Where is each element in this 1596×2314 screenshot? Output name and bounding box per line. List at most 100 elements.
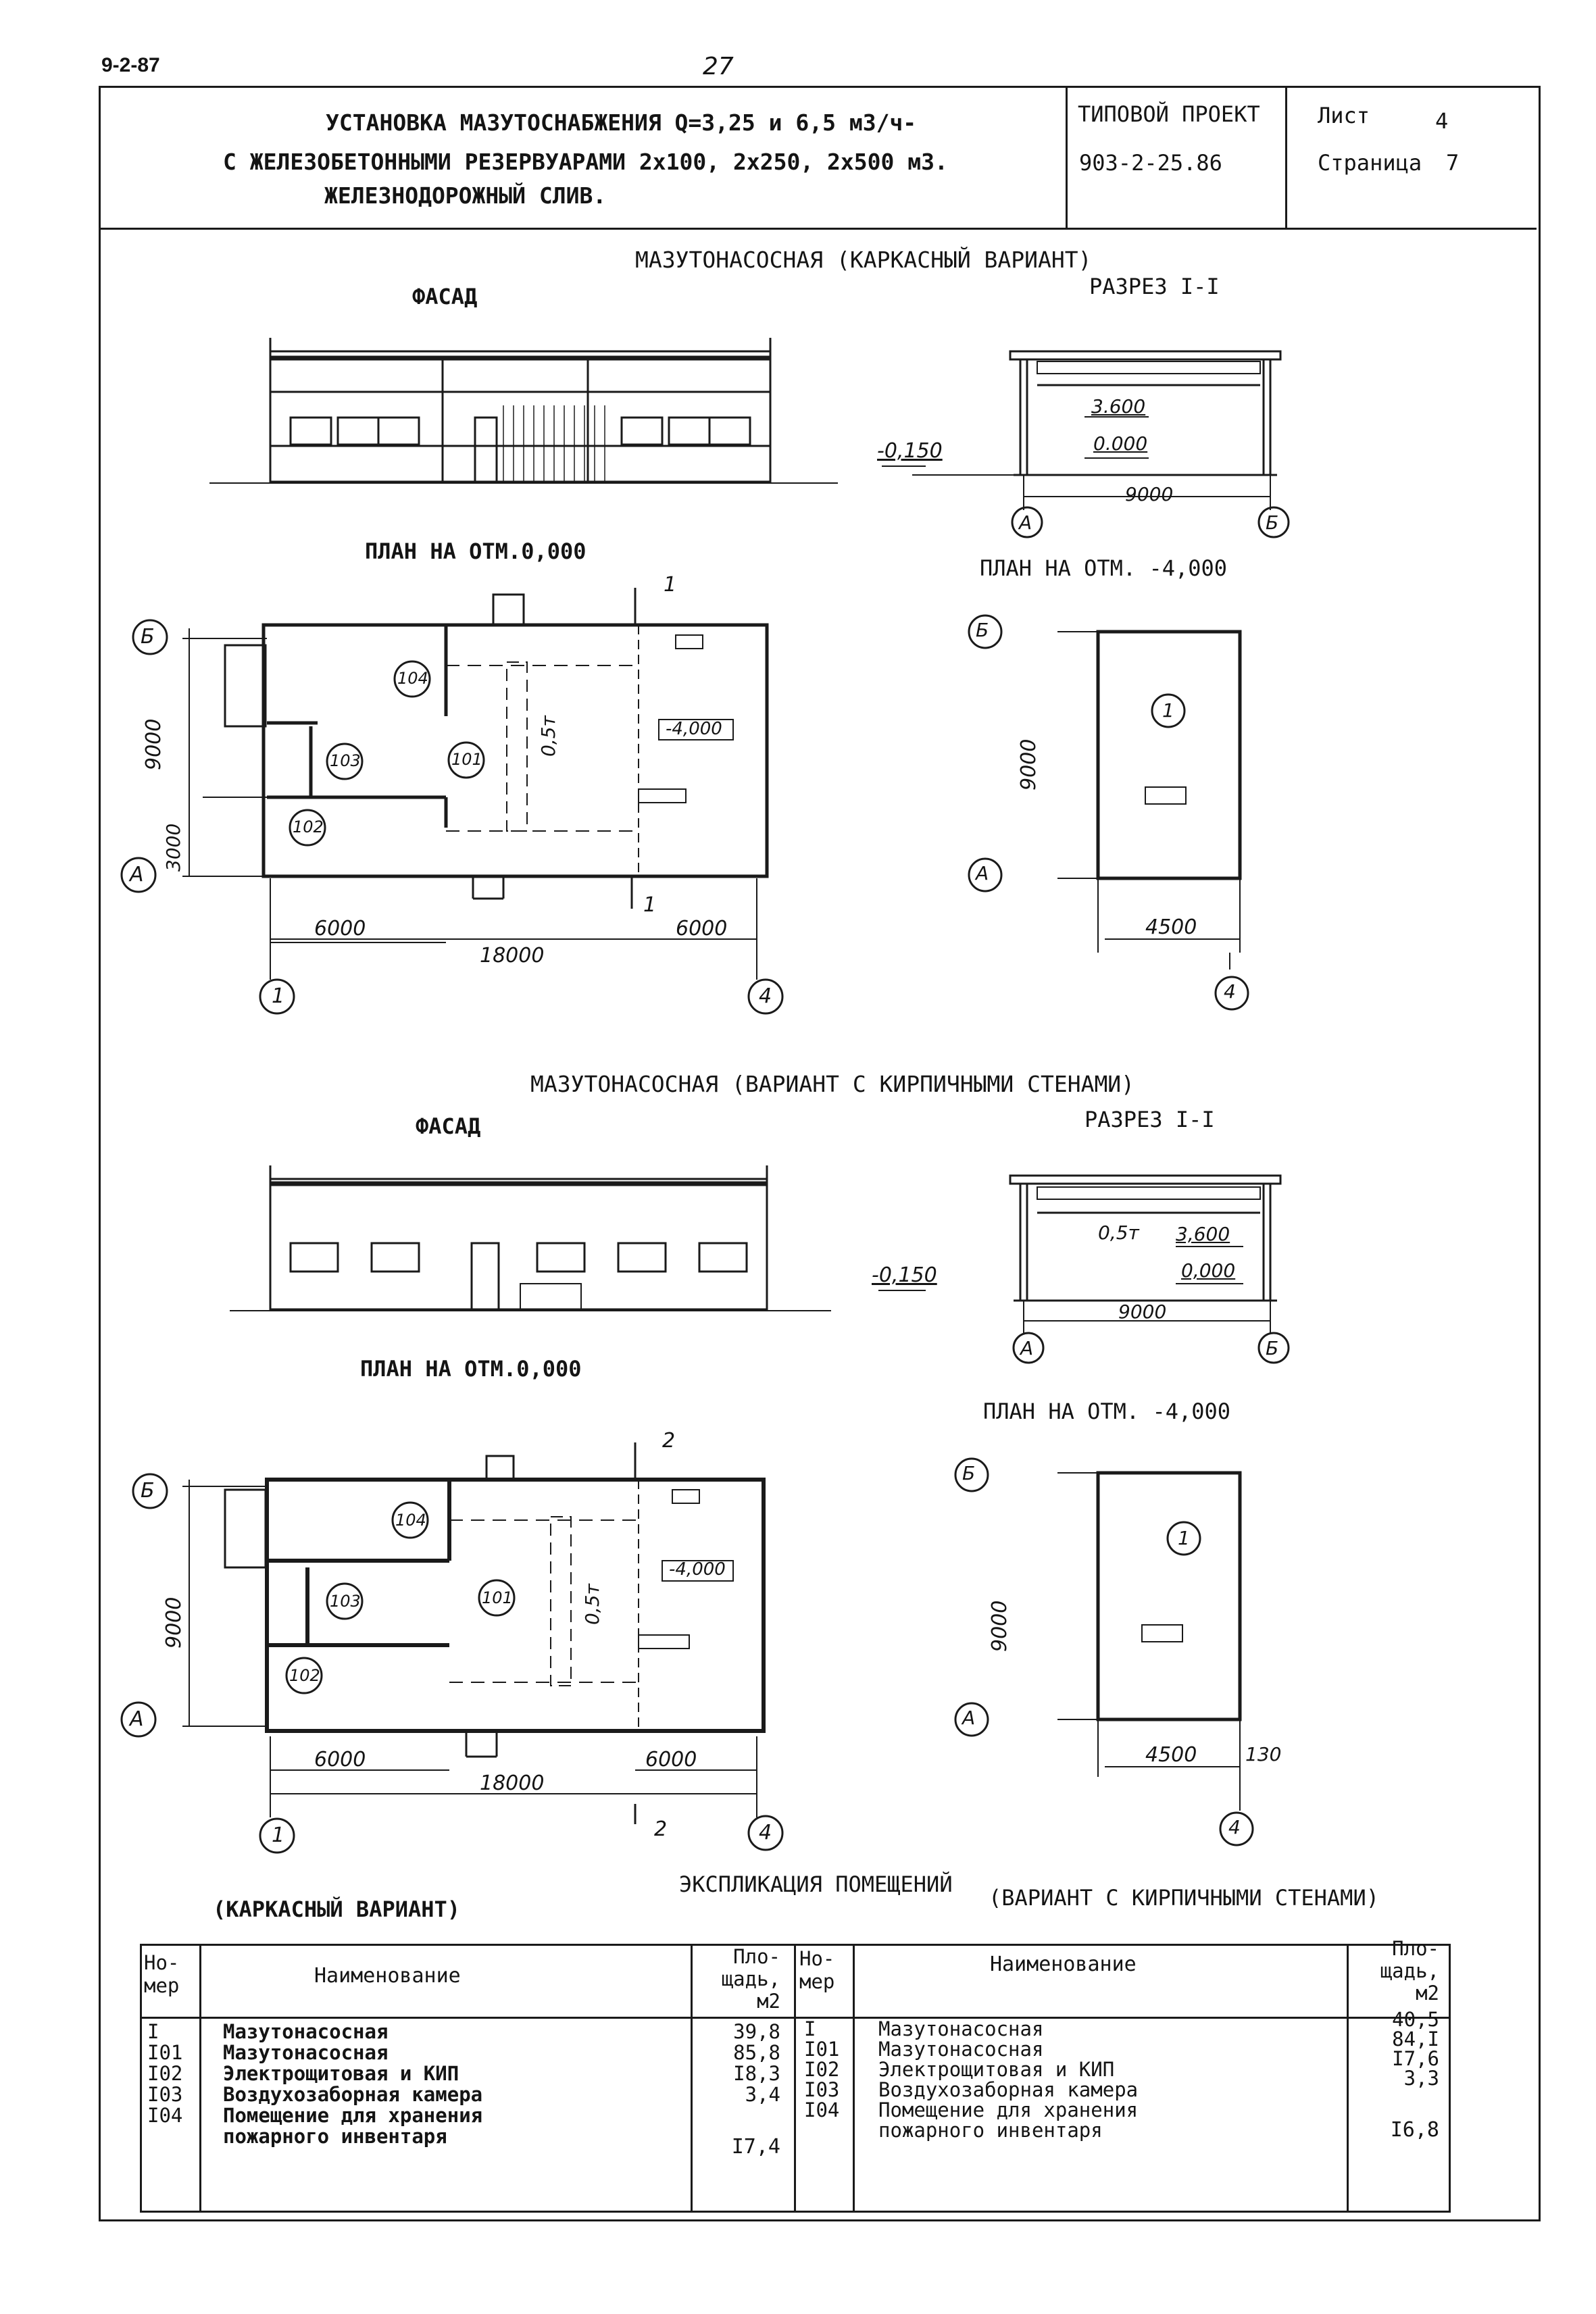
section2-plan0-label: ПЛАН НА ОТМ.0,000 — [360, 1356, 582, 1382]
s1-dim-18000: 18000 — [480, 944, 545, 967]
s2-crane-section: 0,5т — [1098, 1222, 1139, 1244]
expl-left-head-area: Пло- щадь, м2 — [721, 1945, 780, 2013]
s2-sec-axis-b: Б — [1266, 1337, 1279, 1359]
page-frame — [99, 86, 1541, 2221]
s2-elev-top: 3,600 — [1176, 1223, 1230, 1245]
s2-plan-axis-4: 4 — [759, 1821, 772, 1844]
s2-room-104: 104 — [395, 1511, 426, 1530]
s1-dim-9000: 9000 — [142, 718, 166, 770]
s2-dim-span: 9000 — [1118, 1301, 1167, 1323]
page-value: 7 — [1446, 150, 1460, 176]
s2-dim-6000-right: 6000 — [645, 1748, 697, 1771]
s2-pit-dim-9000: 9000 — [988, 1600, 1012, 1652]
s1-plan-axis-b: Б — [141, 625, 155, 649]
s1-pit-axis-a: А — [976, 862, 989, 884]
s2-sec-axis-a: А — [1020, 1337, 1034, 1359]
expl-right-head-name: Наименование — [990, 1953, 1137, 1976]
expl-left-area-last: I7,4 — [731, 2135, 780, 2159]
s2-pit-dim-4500: 4500 — [1145, 1743, 1197, 1767]
title-line-2: С ЖЕЛЕЗОБЕТОННЫМИ РЕЗЕРВУАРАМИ 2х100, 2х… — [223, 149, 948, 175]
s2-plan-axis-b: Б — [141, 1479, 155, 1503]
s1-room-102: 102 — [293, 818, 324, 836]
section2-title: МАЗУТОНАСОСНАЯ (ВАРИАНТ С КИРПИЧНЫМИ СТЕ… — [530, 1071, 1135, 1097]
section-1-drawing — [882, 350, 1290, 538]
s2-plan-axis-1: 1 — [272, 1823, 285, 1847]
expl-col-rule-2 — [691, 1944, 693, 2213]
s1-sec-axis-b: Б — [1266, 511, 1279, 534]
s1-dim-3000: 3000 — [162, 823, 184, 872]
s1-pit-axis-b: Б — [976, 619, 989, 641]
expl-left-names: Мазутонасосная Мазутонасосная Электрощит… — [223, 2020, 483, 2148]
plan-1-pit-drawing — [968, 614, 1249, 1011]
s1-sec-axis-a: А — [1019, 511, 1032, 534]
facade-1-windows — [289, 416, 751, 446]
s2-pit-dim-130: 130 — [1245, 1743, 1282, 1765]
s2-pit-axis-4: 4 — [1228, 1816, 1241, 1838]
s1-pit-room-1: 1 — [1162, 699, 1174, 722]
facade-1-door — [474, 416, 498, 483]
expl-col-rule-3 — [794, 1944, 796, 2213]
s1-dim-span: 9000 — [1125, 483, 1174, 505]
s1-cut-mark-bottom: 1 — [643, 893, 657, 917]
expl-right-numbers: I I01 I02 I03 I04 — [804, 2017, 840, 2121]
explication-title: ЭКСПЛИКАЦИЯ ПОМЕЩЕНИЙ — [679, 1871, 953, 1897]
expl-left-head-name: Наименование — [314, 1964, 461, 1988]
facade-2-drawing — [230, 1165, 831, 1311]
project-label: ТИПОВОЙ ПРОЕКТ — [1078, 101, 1260, 127]
s1-crane: 0,5т — [537, 715, 559, 757]
facade-1-hatch — [503, 405, 605, 482]
title-block — [99, 86, 1537, 230]
facade-2-windows — [289, 1242, 748, 1273]
section2-facade-label: ФАСАД — [416, 1113, 481, 1139]
title-divider-2 — [1285, 86, 1287, 228]
s2-dim-9000: 9000 — [162, 1596, 186, 1649]
section1-plan4-label: ПЛАН НА ОТМ. -4,000 — [980, 555, 1228, 581]
s1-dim-6000-left: 6000 — [314, 917, 366, 940]
s1-pit-axis-4: 4 — [1224, 980, 1236, 1003]
title-divider-1 — [1066, 86, 1068, 228]
title-line-1: УСТАНОВКА МАЗУТОСНАБЖЕНИЯ Q=3,25 и 6,5 м… — [326, 109, 917, 136]
s2-pit-axis-a: А — [962, 1707, 976, 1729]
s1-plan-axis-1: 1 — [272, 984, 285, 1008]
expl-left-numbers: I I01 I02 I03 I04 — [147, 2020, 183, 2127]
s1-elev-top: 3.600 — [1091, 395, 1146, 418]
s1-room-101: 101 — [451, 750, 482, 769]
s2-pit-axis-b: Б — [962, 1462, 976, 1484]
title-line-3: ЖЕЛЕЗНОДОРОЖНЫЙ СЛИВ. — [324, 182, 607, 209]
s1-plan-axis-a: А — [130, 863, 144, 886]
expl-right-areas: 40,5 84,I I7,6 3,3 — [1392, 2008, 1439, 2090]
s2-dim-18000: 18000 — [480, 1771, 545, 1795]
s1-pit-mark: -4,000 — [666, 719, 722, 739]
page-label: Страница — [1318, 150, 1422, 176]
section1-section-label: РАЗРЕЗ I-I — [1089, 274, 1220, 299]
expl-col-rule-4 — [853, 1944, 855, 2213]
explication-right-caption: (ВАРИАНТ С КИРПИЧНЫМИ СТЕНАМИ) — [989, 1885, 1379, 1911]
section-2-drawing — [878, 1174, 1290, 1364]
project-code: 903-2-25.86 — [1079, 150, 1222, 176]
expl-left-areas: 39,8 85,8 I8,3 3,4 — [733, 2020, 780, 2106]
plan-2-ground-drawing — [120, 1442, 784, 1854]
s1-elev-floor: 0.000 — [1093, 432, 1148, 455]
drawings-canvas — [120, 338, 1290, 1854]
s2-cut-mark-top: 2 — [662, 1429, 676, 1453]
s1-dim-6000-right: 6000 — [676, 917, 728, 940]
expl-right-names: Мазутонасосная Мазутонасосная Электрощит… — [878, 2017, 1139, 2142]
s2-pit-room-1: 1 — [1178, 1527, 1190, 1549]
sheet-value: 4 — [1435, 108, 1449, 134]
s2-room-102: 102 — [289, 1666, 320, 1685]
s2-plan-axis-a: А — [130, 1707, 144, 1731]
s2-room-103: 103 — [330, 1592, 361, 1611]
expl-col-rule-5 — [1347, 1944, 1349, 2213]
facade-2-door — [470, 1242, 500, 1311]
s2-elev-floor: 0,000 — [1181, 1259, 1236, 1282]
plan-2-pit-drawing — [954, 1457, 1254, 1846]
expl-left-head-number: Но- мер — [144, 1951, 180, 1997]
s2-crane: 0,5т — [581, 1584, 603, 1625]
s1-pit-dim-4500: 4500 — [1145, 915, 1197, 939]
expl-col-rule-1 — [199, 1944, 201, 2213]
sheet-label: Лист — [1318, 103, 1370, 128]
section1-title: МАЗУТОНАСОСНАЯ (КАРКАСНЫЙ ВАРИАНТ) — [635, 247, 1092, 273]
section1-facade-label: ФАСАД — [412, 284, 478, 309]
s2-dim-6000-left: 6000 — [314, 1748, 366, 1771]
expl-right-area-last: I6,8 — [1390, 2118, 1439, 2142]
